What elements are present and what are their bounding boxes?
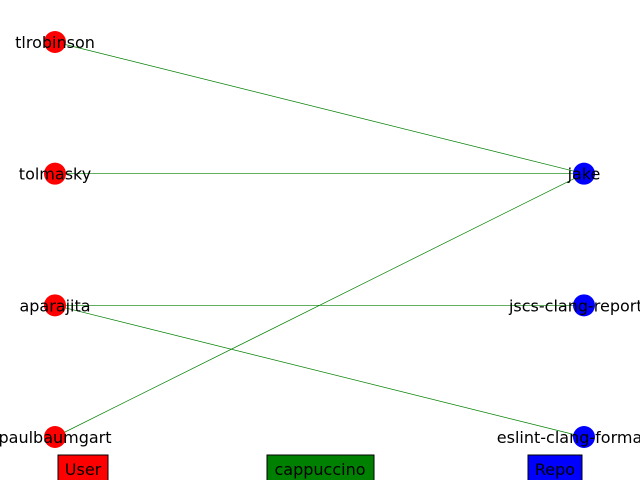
repo-node-label: jake xyxy=(567,165,601,184)
edges-layer xyxy=(54,41,585,438)
repo-node-eslint-clang-formatter xyxy=(573,426,595,448)
repo-node-label: jscs-clang-reporter xyxy=(508,296,640,315)
legend-center-box xyxy=(266,454,375,480)
legend-center: cappuccino xyxy=(266,454,375,480)
repo-node-label: eslint-clang-formatter xyxy=(497,428,640,447)
legend-user-box xyxy=(57,454,109,480)
legend-repo-label: Repo xyxy=(535,460,575,479)
edge-u1-r1 xyxy=(54,41,585,175)
user-node-aparajita xyxy=(44,294,66,317)
repo-node-jscs-clang-reporter xyxy=(573,294,595,317)
labels-layer: tlrobinson tolmasky aparajita paulbaumgart j… xyxy=(0,33,640,447)
user-node-tlrobinson xyxy=(44,31,66,53)
legend-repo: Repo xyxy=(527,454,583,480)
user-node-label: aparajita xyxy=(19,296,90,315)
legend-user: User xyxy=(57,454,109,480)
user-node-label: paulbaumgart xyxy=(0,428,112,447)
user-node-label: tlrobinson xyxy=(15,33,95,52)
legend-repo-box xyxy=(527,454,583,480)
user-node-label: tolmasky xyxy=(19,165,91,184)
legend-center-label: cappuccino xyxy=(274,460,365,479)
legend-user-label: User xyxy=(65,460,102,479)
user-node-paulbaumgart xyxy=(44,426,66,448)
user-node-tolmasky xyxy=(44,162,66,185)
repo-node-jake xyxy=(573,162,595,185)
nodes-layer xyxy=(44,31,595,448)
edge-u3-r3 xyxy=(54,304,585,438)
